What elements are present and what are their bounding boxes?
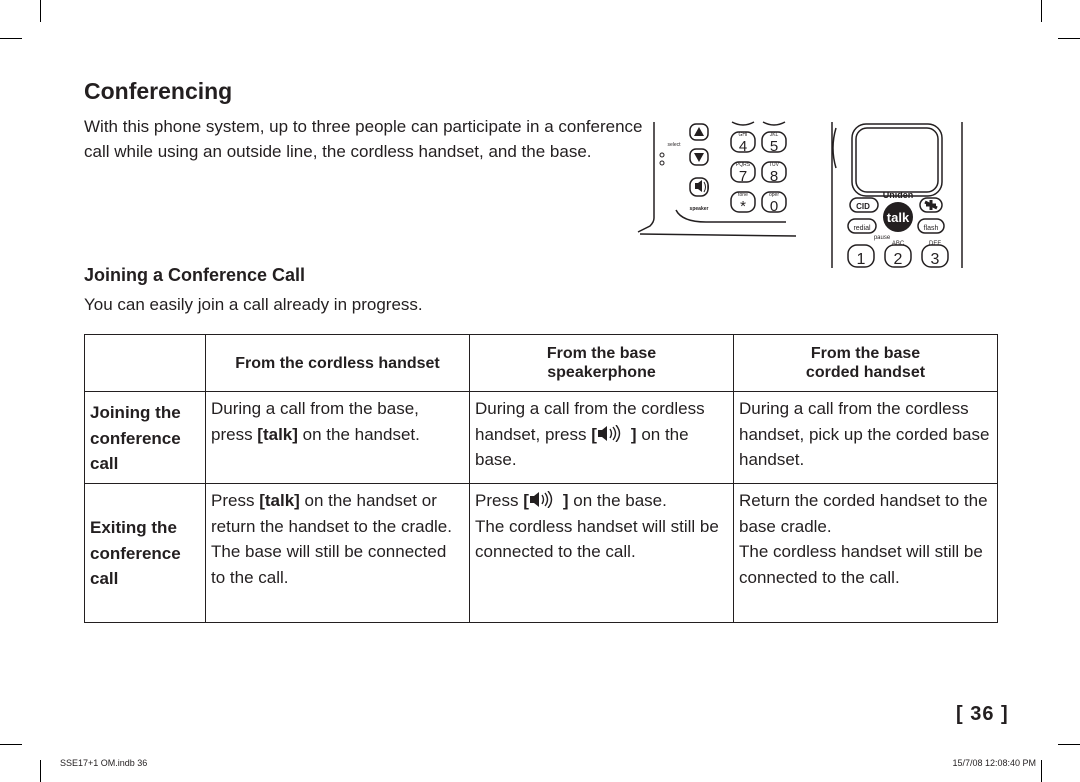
key-letters: ABC xyxy=(892,241,905,247)
talk-key: [talk] xyxy=(257,424,298,444)
header-empty xyxy=(84,334,206,392)
key-letters: oper xyxy=(769,192,779,198)
speaker-key-label: speaker xyxy=(690,206,709,212)
cell-exit-corded: Return the corded handset to the base cr… xyxy=(733,483,998,623)
intro-paragraph: With this phone system, up to three peop… xyxy=(84,117,643,161)
talk-key-label: talk xyxy=(887,210,910,225)
key-letters: PQRS xyxy=(736,162,751,168)
key-letters: TUV xyxy=(769,162,780,168)
crop-mark xyxy=(40,760,41,782)
redial-key-label: redial xyxy=(853,225,871,232)
crop-mark xyxy=(1058,38,1080,39)
key-letters: DEF xyxy=(929,241,941,247)
brand-logo: Uniden xyxy=(883,190,914,200)
section-lead: You can easily join a call already in pr… xyxy=(84,295,423,314)
key-digit: * xyxy=(740,198,746,215)
key-digit: 3 xyxy=(931,251,940,268)
cell-join-handset: During a call from the base, press [talk… xyxy=(205,391,470,484)
speaker-icon xyxy=(597,424,621,442)
crop-mark xyxy=(1058,744,1080,745)
cell-join-speakerphone: During a call from the cordless handset,… xyxy=(469,391,734,484)
pause-label: pause xyxy=(874,235,891,241)
cell-exit-speakerphone: Press [] on the base.The cordless handse… xyxy=(469,483,734,623)
key-letters: GHI xyxy=(739,132,748,138)
cid-key-label: CID xyxy=(856,202,870,211)
select-key-label: select xyxy=(667,142,681,148)
base-keypad-illustration: select speaker GHI 4 JKL 5 PQRS 7 TUV 8 … xyxy=(637,121,797,237)
key-letters: tone xyxy=(738,192,748,198)
key-digit: 4 xyxy=(739,138,747,155)
key-digit: 2 xyxy=(894,251,903,268)
key-digit: 5 xyxy=(770,138,778,155)
page-title: Conferencing xyxy=(84,78,233,104)
key-digit: 7 xyxy=(739,168,747,185)
key-digit: 8 xyxy=(770,168,778,185)
crop-mark xyxy=(40,0,41,22)
footer-timestamp: 15/7/08 12:08:40 PM xyxy=(952,758,1036,768)
handset-illustration: Uniden CID talk redial pause flash 1 ABC… xyxy=(831,122,963,268)
crop-mark xyxy=(0,744,22,745)
crop-mark xyxy=(1041,0,1042,22)
speaker-icon xyxy=(529,491,553,508)
crop-mark xyxy=(0,38,22,39)
cell-exit-handset: Press [talk] on the handset or return th… xyxy=(205,483,470,623)
flash-key-label: flash xyxy=(924,225,939,232)
page-number: [ 36 ] xyxy=(956,703,1009,725)
key-letters: JKL xyxy=(770,132,779,138)
talk-key: [talk] xyxy=(259,491,300,510)
cell-join-corded: During a call from the cordless handset,… xyxy=(733,391,998,484)
footer-file-info: SSE17+1 OM.indb 36 xyxy=(60,758,148,768)
crop-mark xyxy=(1041,760,1042,782)
section-heading: Joining a Conference Call xyxy=(84,265,306,285)
header-cordless-handset: From the cordless handset xyxy=(205,334,470,392)
key-digit: 0 xyxy=(770,198,778,215)
key-digit: 1 xyxy=(857,251,866,268)
